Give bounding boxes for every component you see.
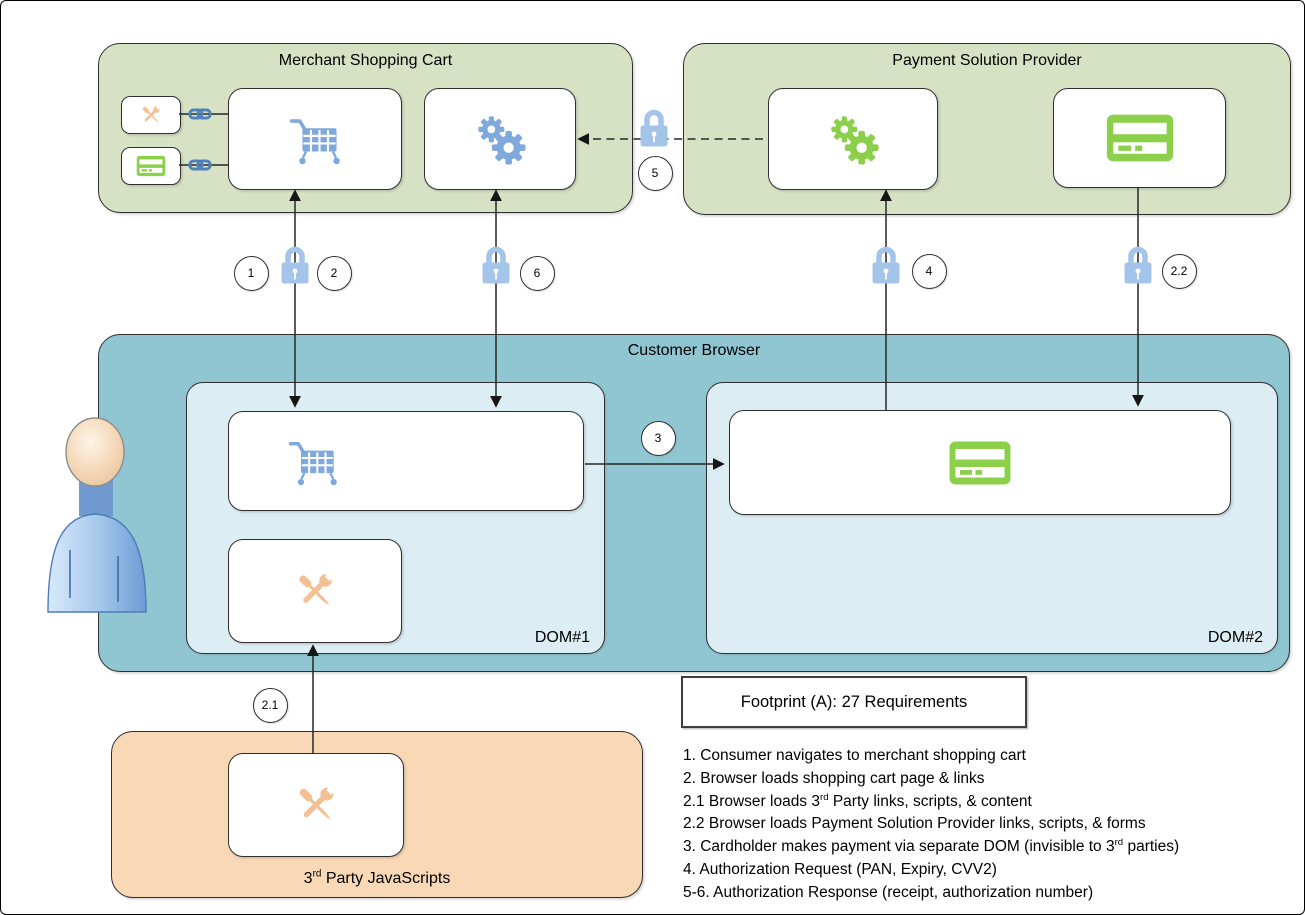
merchant-title: Merchant Shopping Cart	[278, 52, 453, 69]
third-party-label: 3rd Party JavaScripts	[112, 868, 642, 888]
dom1-label: DOM#1	[534, 629, 590, 646]
chain-link-icon	[188, 158, 212, 172]
step-text: parties)	[1123, 838, 1180, 856]
dom1-third-party-script-node	[228, 539, 402, 643]
footprint-requirements-box: Footprint (A): 27 Requirements	[681, 676, 1027, 728]
credit-card-icon	[136, 155, 166, 177]
legend-step-3: 3. Cardholder makes payment via separate…	[683, 836, 1263, 859]
psp-payment-form-node	[1053, 88, 1226, 188]
step-text: 3. Cardholder makes payment via separate…	[683, 838, 1115, 856]
merchant-payment-content-node	[121, 147, 181, 185]
ordinal-superscript: rd	[820, 791, 829, 803]
shopping-cart-icon	[287, 436, 339, 486]
shopping-cart-icon	[288, 113, 342, 165]
credit-card-icon	[1105, 113, 1175, 163]
step-badge-2-2: 2.2	[1161, 253, 1197, 289]
padlock-icon	[1121, 244, 1155, 286]
step-badge-6: 6	[519, 255, 555, 291]
psp-title: Payment Solution Provider	[892, 52, 1082, 69]
dom1-cart-page-node	[228, 411, 584, 511]
step-legend: 1. Consumer navigates to merchant shoppi…	[683, 745, 1263, 905]
step-text: 1. Consumer navigates to merchant shoppi…	[683, 747, 1026, 764]
step-badge-1: 1	[233, 255, 269, 291]
crossed-tools-icon	[138, 102, 164, 128]
legend-step-2-2: 2.2 Browser loads Payment Solution Provi…	[683, 813, 1263, 836]
step-text: 2.2 Browser loads Payment Solution Provi…	[683, 815, 1146, 833]
crossed-tools-icon	[290, 566, 340, 616]
step-badge-3: 3	[640, 420, 676, 456]
legend-step-2: 2. Browser loads shopping cart page & li…	[683, 768, 1263, 791]
legend-step-4: 4. Authorization Request (PAN, Expiry, C…	[683, 859, 1263, 882]
footprint-label: Footprint (A): 27 Requirements	[740, 692, 968, 711]
browser-title: Customer Browser	[627, 342, 761, 359]
credit-card-icon	[948, 440, 1012, 486]
step-badge-2: 2	[316, 255, 352, 291]
merchant-cart-page-node	[228, 88, 402, 190]
chain-link-icon	[188, 107, 212, 121]
third-party-label-post: Party JavaScripts	[321, 870, 451, 887]
padlock-icon	[869, 244, 903, 286]
legend-step-1: 1. Consumer navigates to merchant shoppi…	[683, 745, 1263, 768]
third-party-label-pre: 3	[303, 870, 313, 887]
padlock-icon	[479, 244, 513, 286]
step-badge-4: 4	[911, 253, 947, 289]
legend-step-5-6: 5-6. Authorization Response (receipt, au…	[683, 882, 1263, 905]
step-badge-5: 5	[637, 155, 673, 191]
dom2-label: DOM#2	[1207, 629, 1263, 646]
gears-icon	[472, 113, 528, 165]
legend-step-2-1: 2.1 Browser loads 3rd Party links, scrip…	[683, 791, 1263, 814]
psp-processing-node	[768, 88, 938, 190]
step-text: 4. Authorization Request (PAN, Expiry, C…	[683, 860, 997, 878]
ordinal-superscript: rd	[312, 868, 322, 880]
padlock-icon	[637, 107, 671, 149]
merchant-scripts-node	[424, 88, 576, 190]
crossed-tools-icon	[290, 779, 342, 831]
padlock-icon	[278, 244, 312, 286]
dom2-payment-form-node	[729, 410, 1231, 515]
step-text: 2. Browser loads shopping cart page & li…	[683, 769, 985, 787]
third-party-script-source-node	[228, 753, 404, 857]
ordinal-superscript: rd	[1114, 837, 1124, 849]
step-text: Party links, scripts, & content	[828, 792, 1032, 810]
step-badge-2-1: 2.1	[252, 687, 288, 723]
gears-icon	[825, 113, 881, 165]
step-text: 5-6. Authorization Response (receipt, au…	[683, 883, 1094, 901]
person-icon	[41, 412, 153, 614]
step-text: 2.1 Browser loads 3	[683, 792, 820, 810]
merchant-third-party-content-node	[121, 96, 181, 134]
